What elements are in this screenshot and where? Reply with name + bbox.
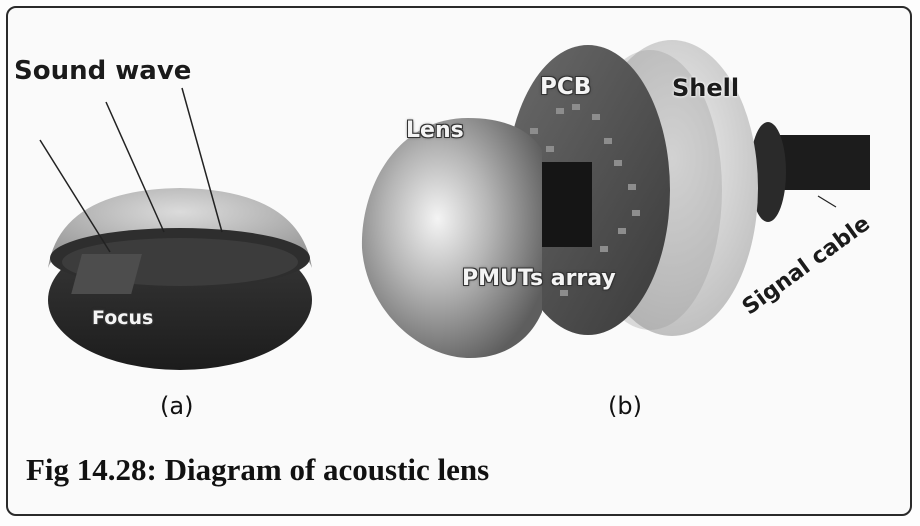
figure-caption: Fig 14.28: Diagram of acoustic lens bbox=[26, 452, 490, 487]
lens-dome bbox=[361, 118, 542, 358]
sound-ray-3 bbox=[181, 87, 223, 233]
shell-label: Shell bbox=[672, 74, 740, 102]
pcb bbox=[506, 45, 670, 335]
sound-ray-1 bbox=[39, 139, 111, 253]
subfigure-b-label: (b) bbox=[608, 392, 642, 420]
signal-cable-leader bbox=[817, 195, 837, 208]
pcb-components bbox=[530, 104, 640, 296]
pcb-label: PCB bbox=[540, 74, 592, 100]
lens-label: Lens bbox=[406, 118, 464, 143]
sound-wave-label: Sound wave bbox=[14, 56, 192, 86]
focus-dome bbox=[39, 87, 312, 370]
subfigure-a-label: (a) bbox=[160, 392, 194, 420]
sound-ray-2 bbox=[105, 101, 165, 233]
pmuts-chip bbox=[540, 162, 592, 247]
cable-strain-relief bbox=[750, 122, 786, 222]
focus-label: Focus bbox=[92, 307, 154, 329]
pmuts-array-label: PMUTs array bbox=[462, 266, 616, 291]
